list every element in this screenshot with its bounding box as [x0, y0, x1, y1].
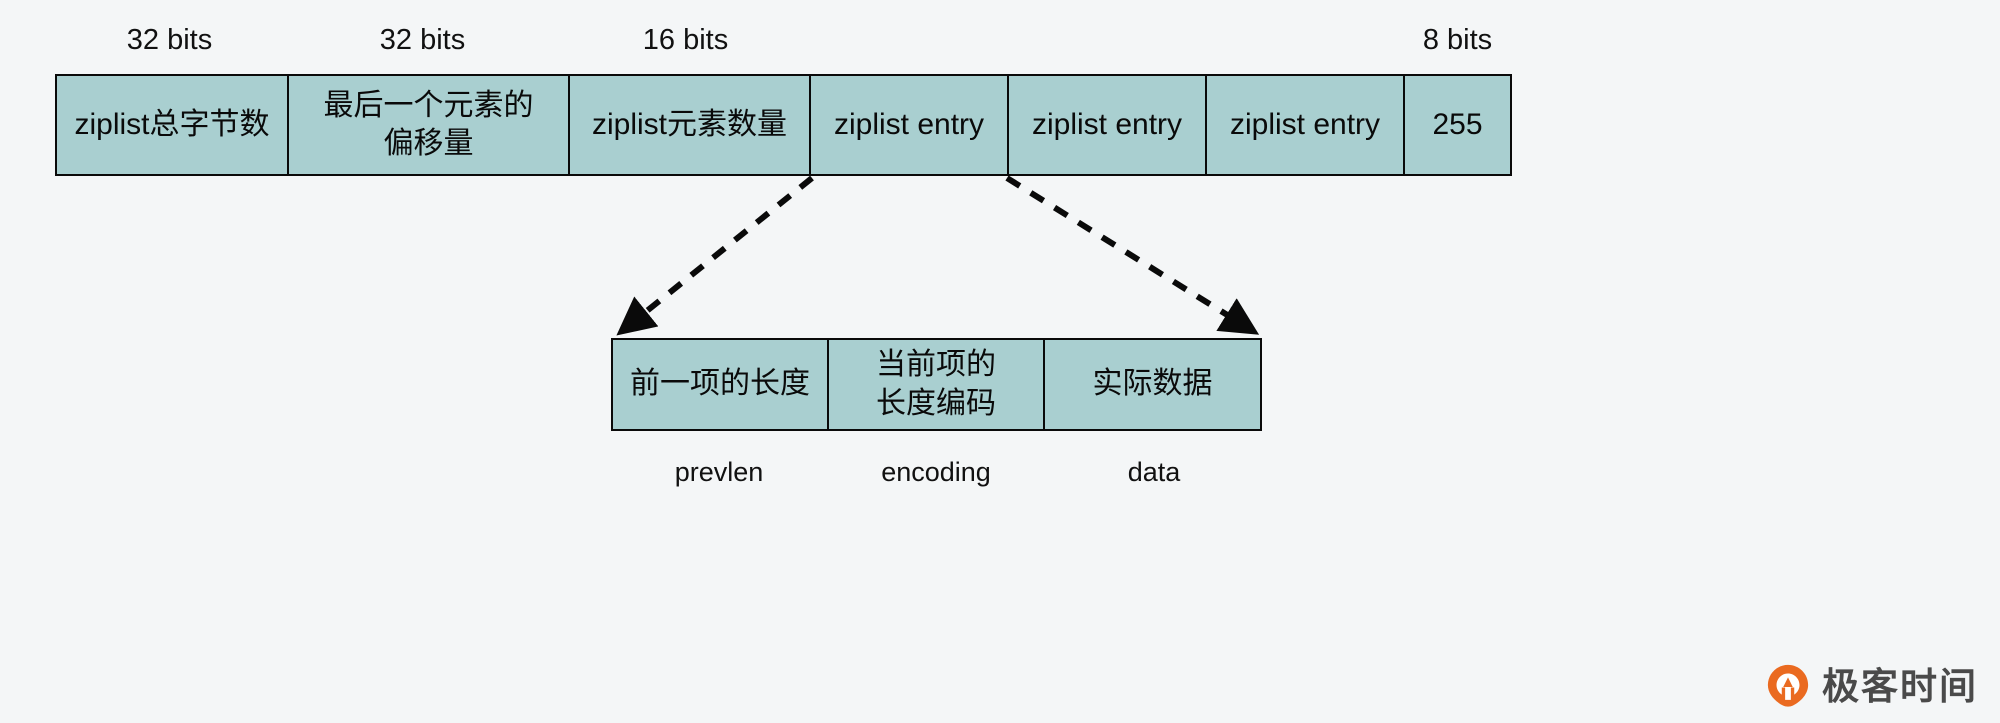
cell-zltail-line-1: 最后一个元素的 — [323, 88, 534, 122]
ziplist-entry-detail-strip: 前一项的长度 当前项的长度编码 实际数据 — [611, 338, 1262, 431]
watermark-logo: 极客时间 — [1765, 663, 1978, 709]
cell-prevlen: 前一项的长度 — [613, 340, 829, 429]
under-label-encoding: encoding — [881, 457, 991, 487]
cell-encoding-line-2: 长度编码 — [876, 386, 996, 420]
cell-ziplist-entry-2: ziplist entry — [1009, 76, 1207, 174]
cell-zlend: 255 — [1405, 76, 1510, 174]
geekbang-logo-icon — [1767, 664, 1809, 707]
under-label-prevlen: prevlen — [674, 457, 764, 487]
cell-zlbytes-line-1: ziplist总字节数 — [74, 107, 270, 141]
connector-right — [1005, 175, 1260, 335]
cell-ziplist-entry-3: ziplist entry — [1207, 76, 1405, 174]
cell-zllen-line-1: ziplist元素数量 — [591, 107, 787, 141]
cell-zllen: ziplist元素数量 — [570, 76, 811, 174]
cell-entry-2-label: ziplist entry — [1031, 107, 1183, 141]
cell-zltail: 最后一个元素的偏移量 — [289, 76, 570, 174]
cell-entry-3-label: ziplist entry — [1229, 107, 1381, 141]
cell-entry-1-label: ziplist entry — [833, 107, 985, 141]
cell-encoding: 当前项的长度编码 — [829, 340, 1045, 429]
cell-data: 实际数据 — [1045, 340, 1260, 429]
connector-left — [616, 175, 814, 336]
cell-data-line-1: 实际数据 — [1092, 367, 1213, 401]
bit-label-zltail: 32 bits — [379, 24, 466, 56]
under-label-data: data — [1127, 457, 1181, 487]
bit-label-zllen: 16 bits — [642, 24, 729, 56]
logo-text: 极客时间 — [1822, 665, 1978, 707]
cell-prevlen-line-1: 前一项的长度 — [630, 367, 810, 401]
bit-label-zlbytes: 32 bits — [126, 24, 213, 56]
bit-label-zlend: 8 bits — [1422, 24, 1493, 56]
cell-zlbytes: ziplist总字节数 — [57, 76, 289, 174]
cell-encoding-line-1: 当前项的 — [876, 348, 996, 382]
cell-ziplist-entry-1: ziplist entry — [811, 76, 1009, 174]
cell-zltail-line-2: 偏移量 — [383, 127, 474, 160]
ziplist-strip: ziplist总字节数 最后一个元素的偏移量 ziplist元素数量 zipli… — [55, 74, 1512, 176]
cell-zlend-label: 255 — [1432, 107, 1483, 141]
